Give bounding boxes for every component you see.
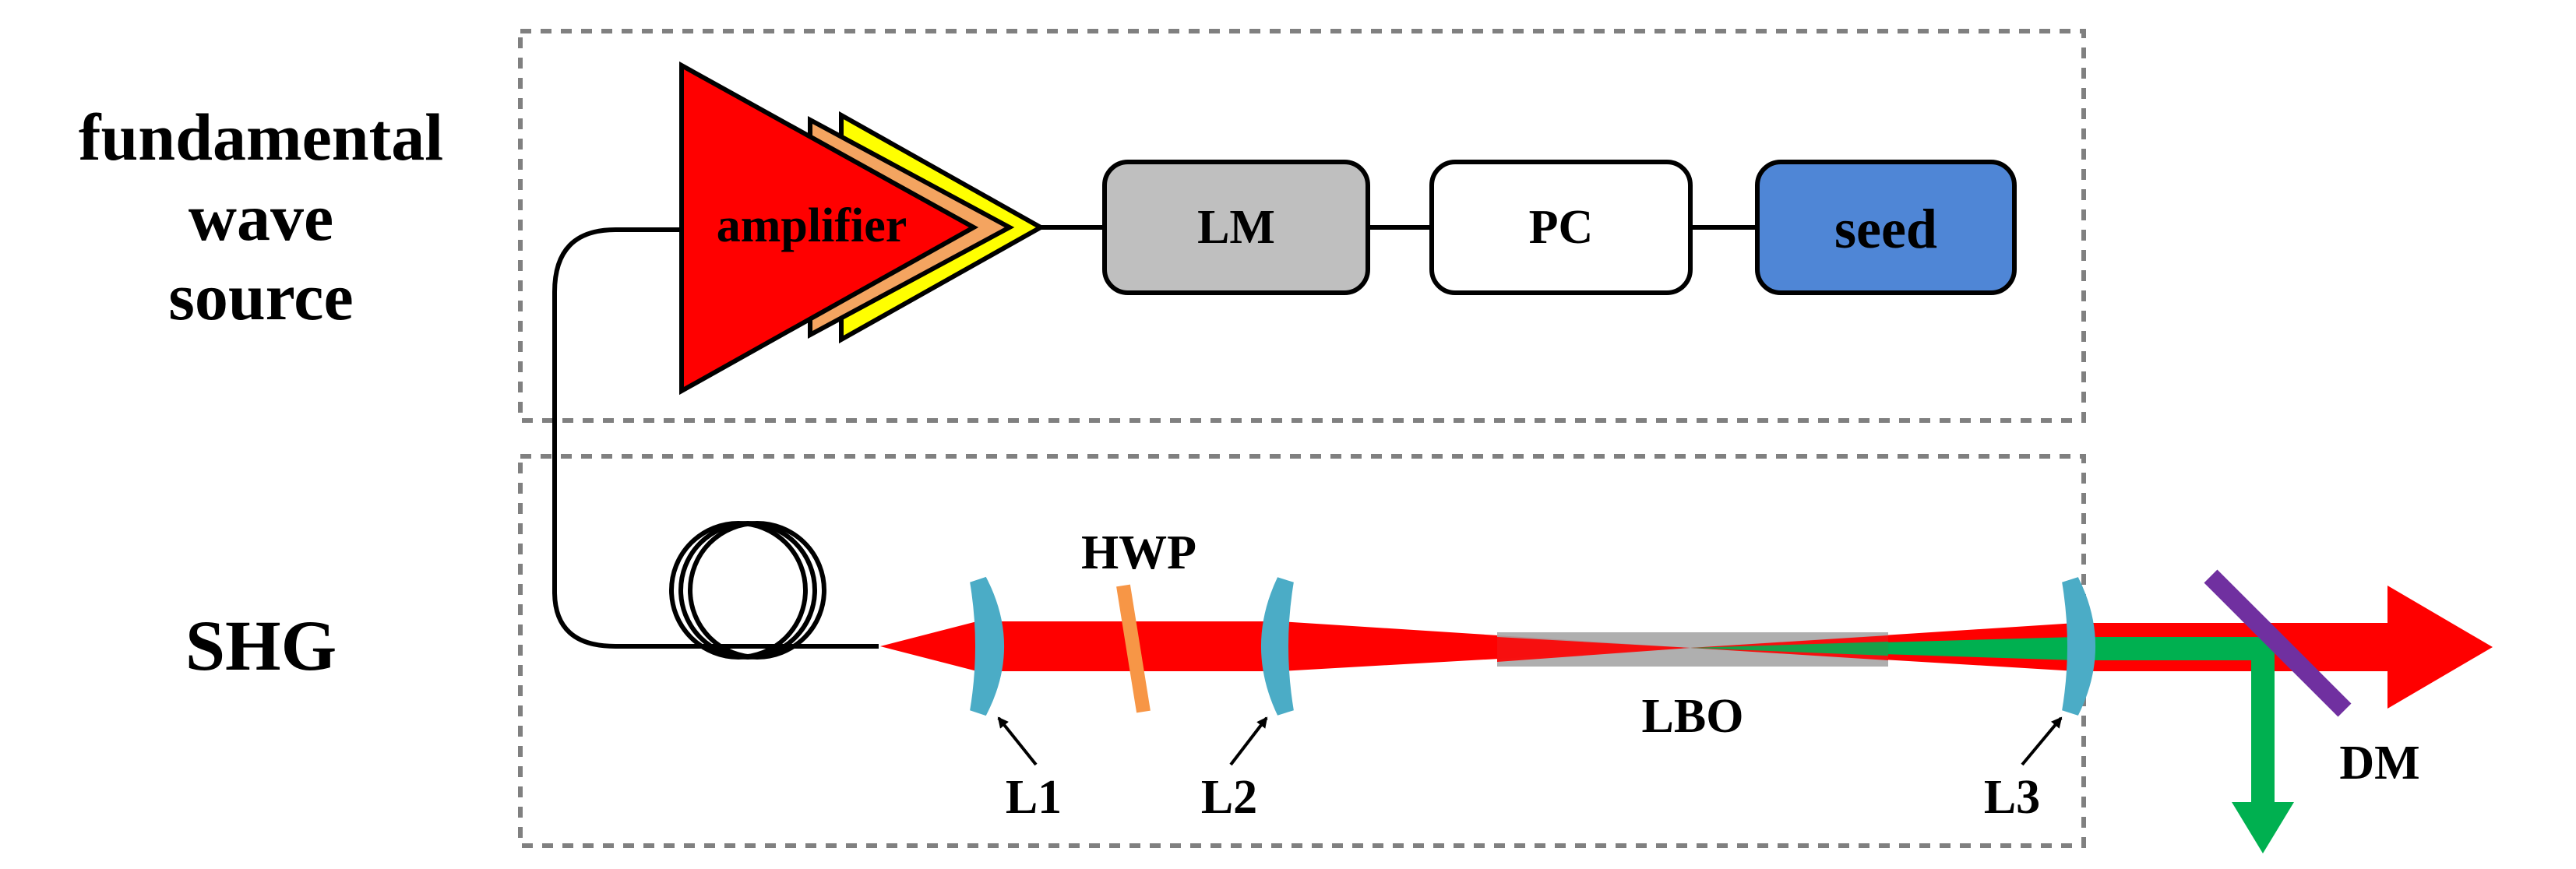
lbo-beam-waist (1497, 637, 1690, 662)
dm-label: DM (2339, 737, 2419, 790)
l1-pointer (997, 716, 1038, 766)
lens-l1-shape (970, 576, 1004, 716)
fundamental-title-line1: fundamental (79, 100, 443, 174)
lbo-label: LBO (1642, 690, 1744, 743)
lens-l2-shape (1261, 577, 1294, 716)
lm-box (1102, 160, 1370, 295)
dm-mirror (2204, 569, 2352, 717)
shg-beam (1690, 637, 2294, 853)
amplifier-icon (679, 61, 1046, 396)
l3-label: L3 (1984, 771, 2040, 824)
l2-pointer (1229, 716, 1268, 766)
lbo-shg-in (1690, 642, 1888, 656)
hwp-plate (1116, 584, 1151, 713)
seed-box (1755, 160, 2017, 295)
fundamental-title-line2: wave (189, 180, 333, 255)
lm-label: LM (1197, 201, 1275, 254)
fiber-coil-icon (669, 521, 826, 660)
amplifier-label: amplifier (717, 199, 907, 252)
hwp-label: HWP (1081, 526, 1196, 579)
seed-label: seed (1834, 198, 1937, 260)
pc-box (1429, 160, 1693, 295)
l1-label: L1 (1006, 771, 1062, 824)
fiber-line (552, 227, 717, 649)
l3-pointer (2021, 716, 2063, 766)
fundamental-title-line3: source (168, 259, 353, 334)
shg-title: SHG (185, 606, 337, 685)
shg-section-frame (518, 454, 2086, 848)
l2-label: L2 (1201, 771, 1257, 824)
pc-label: PC (1529, 201, 1594, 254)
fundamental-section-frame (518, 29, 2086, 423)
lens-l3-shape (2062, 577, 2095, 716)
